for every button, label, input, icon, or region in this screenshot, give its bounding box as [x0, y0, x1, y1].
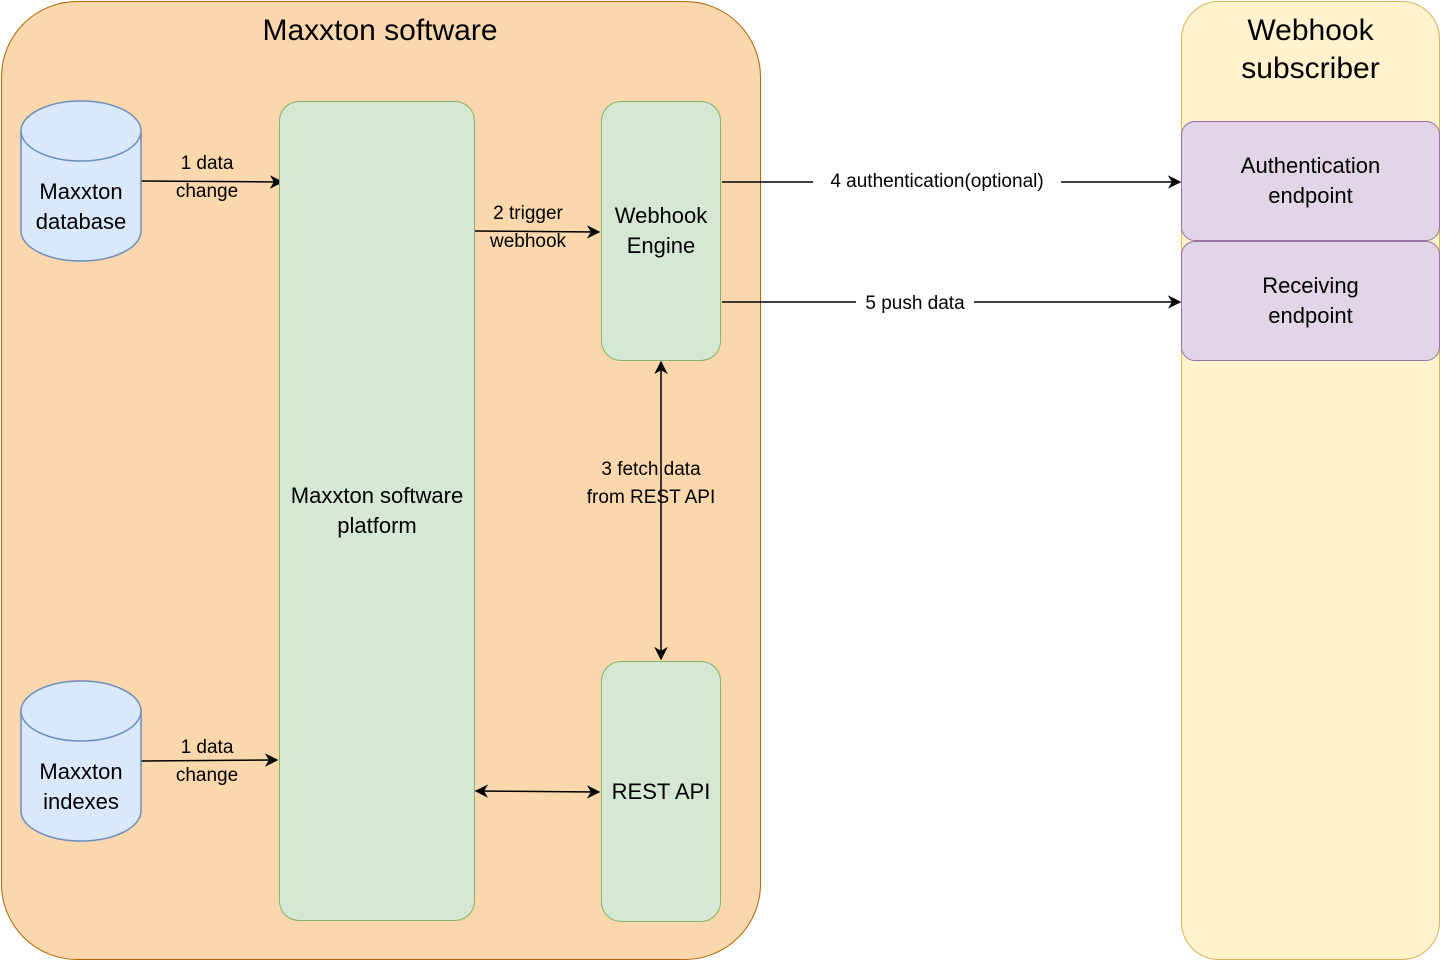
rest-api-label: REST API: [611, 778, 711, 804]
edge-database-to-platform: [140, 175, 284, 189]
maxxton-database-label: Maxxton database: [35, 179, 127, 234]
maxxton-database-cylinder[interactable]: [20, 100, 142, 262]
webhook-engine-label: Webhook Engine: [614, 203, 708, 258]
edge-indexes-to-platform: [140, 753, 279, 767]
maxxton-indexes-label: Maxxton indexes: [39, 759, 123, 814]
edge-label-trigger-webhook: 2 trigger webhook: [489, 203, 567, 252]
edge-label-fetch-data: 3 fetch data from REST API: [586, 459, 716, 508]
edge-label-data-change-indexes: 1 data change: [175, 737, 239, 786]
authentication-endpoint-node[interactable]: Authentication endpoint: [1181, 121, 1440, 241]
edge-label-data-change-database: 1 data change: [175, 153, 239, 202]
maxxton-indexes-cylinder[interactable]: [20, 680, 142, 842]
software-platform-label: Maxxton software platform: [290, 483, 464, 538]
edge-platform-rest-api: [474, 784, 601, 799]
edge-platform-to-engine: [474, 225, 601, 239]
receiving-endpoint-label: Receiving endpoint: [1262, 273, 1359, 328]
receiving-endpoint-node[interactable]: Receiving endpoint: [1181, 241, 1440, 361]
edge-label-push-data: 5 push data: [856, 290, 974, 318]
edge-label-authentication: 4 authentication(optional): [813, 168, 1061, 196]
webhook-subscriber-title: Webhook subscriber: [1241, 14, 1380, 85]
authentication-endpoint-label: Authentication endpoint: [1240, 153, 1381, 208]
rest-api-node[interactable]: REST API: [601, 661, 721, 922]
software-platform-node[interactable]: Maxxton software platform: [279, 101, 475, 921]
maxxton-software-title: Maxxton software: [262, 14, 498, 47]
webhook-engine-node[interactable]: Webhook Engine: [601, 101, 721, 361]
